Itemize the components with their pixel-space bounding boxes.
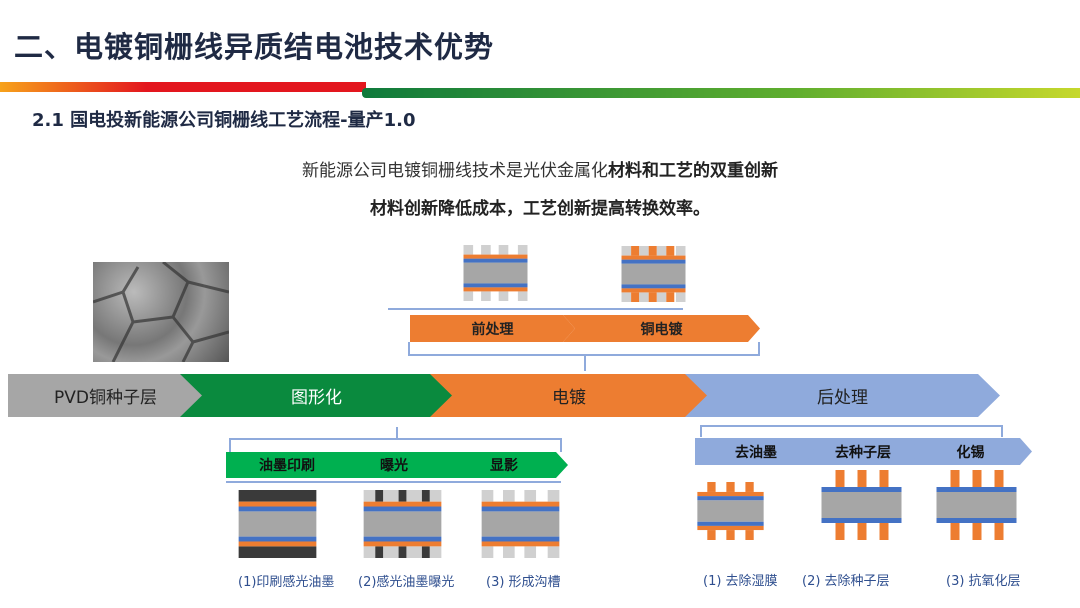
caption: (1) 去除湿膜 <box>703 574 778 589</box>
bracket-line <box>229 438 231 452</box>
substep-exposure: 曝光 <box>334 452 454 478</box>
substep-label: 铜电镀 <box>640 321 683 338</box>
substep-label: 前处理 <box>471 321 514 338</box>
substep-copper-plating: 铜电镀 <box>563 315 760 342</box>
section-subtitle: 2.1 国电投新能源公司铜栅线工艺流程-量产1.0 <box>32 110 416 131</box>
substep-remove-ink: 去油墨 <box>695 438 817 465</box>
substep-ink-printing: 油墨印刷 <box>226 452 348 478</box>
cell-diagram-anti-oxidation <box>936 470 1017 540</box>
title-underline-red <box>0 82 366 92</box>
bracket-line <box>758 342 760 355</box>
substep-remove-seed: 去种子层 <box>803 438 923 465</box>
page-title: 二、电镀铜栅线异质结电池技术优势 <box>14 30 495 64</box>
intro-text: 新能源公司电镀铜栅线技术是光伏金属化 <box>302 161 608 181</box>
intro-line-1: 新能源公司电镀铜栅线技术是光伏金属化材料和工艺的双重创新 <box>0 156 1080 181</box>
cell-diagram-ink-removed <box>697 482 764 540</box>
caption: (2) 去除种子层 <box>802 574 890 589</box>
step-patterning: 图形化 <box>180 374 453 417</box>
bracket-line <box>1001 425 1003 437</box>
cell-diagram-seed-removed <box>821 470 902 540</box>
bracket-line <box>560 438 562 452</box>
sem-micrograph-image <box>93 262 229 362</box>
bracket-line <box>584 355 586 371</box>
substep-label: 去种子层 <box>835 444 891 461</box>
substep-label: 曝光 <box>380 458 408 474</box>
substep-label: 油墨印刷 <box>259 458 315 474</box>
substep-development: 显影 <box>440 452 568 478</box>
substep-label: 去油墨 <box>735 444 777 461</box>
step-plating: 电镀 <box>430 374 708 417</box>
cell-diagram-pretreatment <box>463 245 528 301</box>
caption: (2)感光油墨曝光 <box>358 575 455 590</box>
step-label: 电镀 <box>552 388 586 408</box>
bracket-line <box>229 438 562 440</box>
substep-pretreatment: 前处理 <box>410 315 575 342</box>
substep-label: 显影 <box>490 458 518 474</box>
cell-diagram-groove <box>481 490 560 558</box>
caption: (3) 抗氧化层 <box>946 574 1021 589</box>
substep-tin: 化锡 <box>909 438 1032 465</box>
bracket-line <box>396 427 398 439</box>
step-pvd-seed-layer: PVD铜种子层 <box>8 374 203 417</box>
caption: (1)印刷感光油墨 <box>238 575 335 590</box>
step-label: 后处理 <box>817 388 868 408</box>
bracket-line <box>408 342 410 355</box>
bracket-line <box>388 308 683 310</box>
intro-line-2: 材料创新降低成本，工艺创新提高转换效率。 <box>370 199 710 219</box>
cell-diagram-ink-printed <box>238 490 317 558</box>
cell-diagram-copper-plated <box>621 246 686 302</box>
step-label: PVD铜种子层 <box>54 388 157 408</box>
step-label: 图形化 <box>291 388 342 408</box>
caption: (3) 形成沟槽 <box>486 575 561 590</box>
divider-line <box>226 481 561 483</box>
title-underline-green <box>362 88 1080 98</box>
step-post-processing: 后处理 <box>685 374 1000 417</box>
intro-emphasis: 材料和工艺的双重创新 <box>608 161 778 181</box>
cell-diagram-exposed <box>363 490 442 558</box>
bracket-line <box>700 425 1003 427</box>
bracket-line <box>700 425 702 437</box>
substep-label: 化锡 <box>956 444 985 461</box>
